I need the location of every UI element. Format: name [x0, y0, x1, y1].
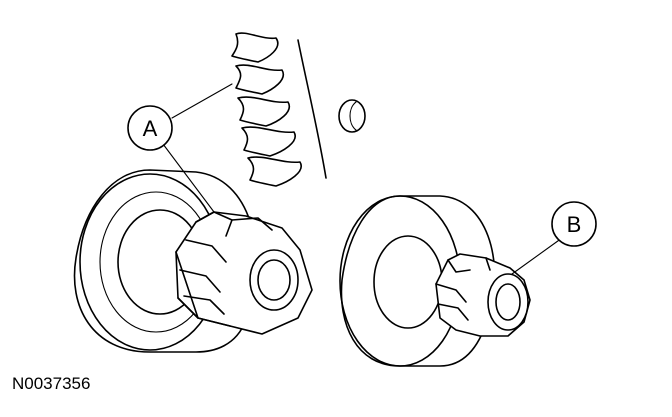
- figure-id: N0037356: [12, 374, 90, 393]
- callout-a-label: A: [143, 116, 158, 141]
- worn-pinion-gear: [175, 211, 313, 335]
- housing-hole: [338, 99, 366, 133]
- callout-a: A: [127, 83, 233, 213]
- callout-b-label: B: [567, 212, 582, 237]
- good-pinion-gear: [435, 253, 531, 337]
- callout-b: B: [511, 201, 597, 275]
- worn-ring-gear-teeth: [231, 32, 327, 187]
